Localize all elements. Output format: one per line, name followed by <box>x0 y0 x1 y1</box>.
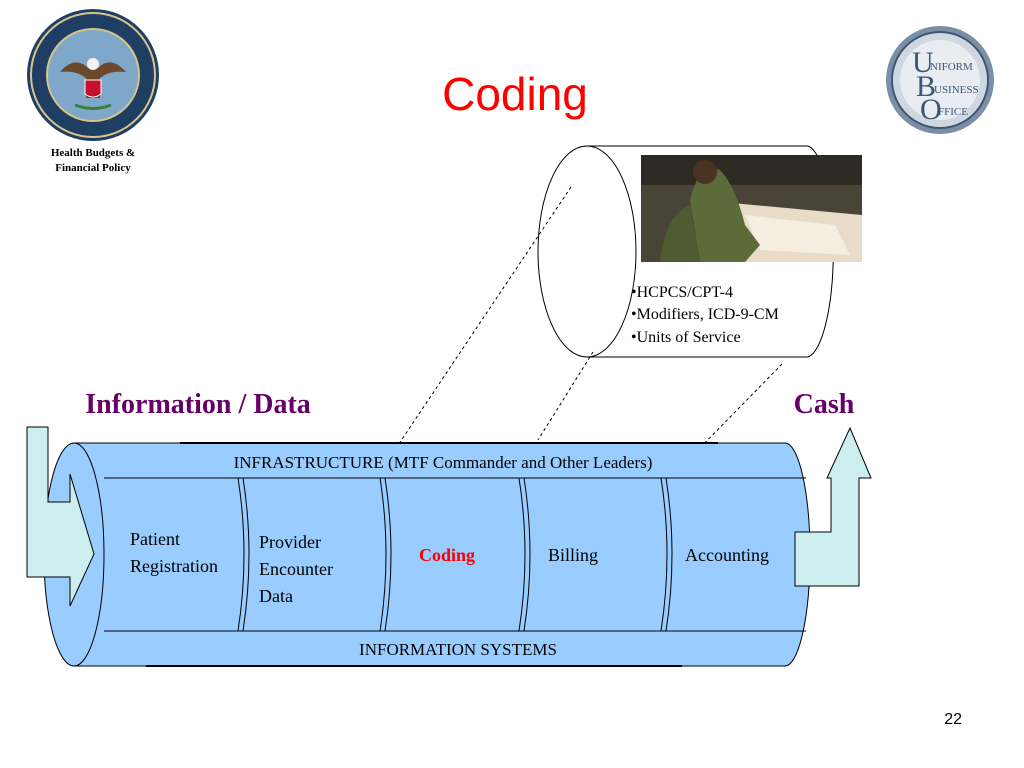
segment-patient-line1: Patient <box>130 529 180 549</box>
slide-title: Coding <box>442 68 588 120</box>
dod-caption-line2: Financial Policy <box>55 162 131 174</box>
segment-patient-line2: Registration <box>130 556 218 576</box>
infrastructure-label: INFRASTRUCTURE (MTF Commander and Other … <box>234 453 653 472</box>
bullet-modifiers: •Modifiers, ICD-9-CM <box>631 306 779 323</box>
segment-provider-line2: Encounter <box>259 559 333 579</box>
ubo-emblem-logo: U B O NIFORM USINESS FFICE <box>886 26 994 134</box>
ubo-line1: NIFORM <box>930 61 973 73</box>
svg-text:B: B <box>916 70 936 103</box>
dod-seal-logo <box>27 9 159 141</box>
bullet-units: •Units of Service <box>631 329 741 346</box>
output-heading: Cash <box>794 389 855 420</box>
svg-text:O: O <box>920 93 942 126</box>
input-heading: Information / Data <box>85 389 311 420</box>
soldier-photo <box>641 155 862 262</box>
svg-text:U: U <box>912 46 934 79</box>
dod-caption-line1: Health Budgets & <box>51 147 135 159</box>
segment-provider-line1: Provider <box>259 532 321 552</box>
input-arrow <box>26 426 95 607</box>
ubo-line3: FFICE <box>938 106 968 118</box>
output-arrow <box>794 426 872 587</box>
segment-billing: Billing <box>548 545 598 565</box>
segment-provider-line3: Data <box>259 586 293 606</box>
process-pipe <box>43 442 811 667</box>
ubo-line2: USINESS <box>934 84 979 96</box>
bullet-hcpcs: •HCPCS/CPT-4 <box>631 284 733 301</box>
segment-accounting: Accounting <box>685 545 769 565</box>
page-number: 22 <box>944 711 962 728</box>
information-systems-label: INFORMATION SYSTEMS <box>359 640 557 659</box>
segment-coding: Coding <box>419 545 475 565</box>
